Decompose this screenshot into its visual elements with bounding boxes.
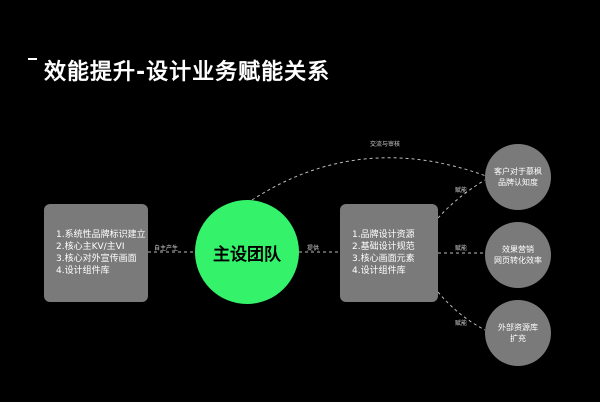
node-right-line: 3.核心画面元素	[352, 254, 415, 264]
node-left-line: 4.设计组件库	[56, 266, 110, 276]
edge-label-left-to-hub: 自主产生	[154, 245, 179, 252]
edge-label-right-to-out3: 赋能	[455, 320, 468, 327]
edge-label-hub-to-top: 交流与审核	[370, 141, 401, 148]
outcome-node-resource-library: 外部资源库 扩充	[485, 300, 551, 366]
node-right-provided: 1.品牌设计资源 2.基础设计规范 3.核心画面元素 4.设计组件库	[340, 204, 438, 302]
node-right-line: 2.基础设计规范	[352, 242, 415, 252]
connector-hub-to-top	[251, 157, 487, 201]
edge-label-right-to-out1: 赋能	[455, 187, 468, 194]
title-dash	[28, 58, 37, 60]
outcome-line: 网页转化效率	[494, 256, 542, 265]
connector-right-to-out1	[437, 179, 486, 219]
node-left-line: 2.核心主KV/主VI	[56, 242, 125, 252]
outcome-line: 外部资源库	[498, 323, 538, 332]
outcome-line: 品牌认知度	[498, 178, 538, 187]
edge-label-hub-to-right: 提供	[307, 245, 320, 252]
outcome-node-conversion: 效果营销 网页转化效率	[485, 222, 551, 288]
outcome-line: 效果营销	[502, 245, 534, 254]
outcome-line: 扩充	[510, 334, 526, 343]
edge-label-right-to-out2: 赋能	[455, 245, 468, 252]
node-left-self-generated: 1.系统性品牌标识建立 2.核心主KV/主VI 3.核心对外宣传画面 4.设计组…	[44, 204, 148, 302]
node-right-line: 1.品牌设计资源	[352, 230, 415, 240]
outcome-node-brand-awareness: 客户对于慕枫 品牌认知度	[485, 144, 551, 210]
connector-right-to-out3	[437, 291, 486, 331]
hub-label: 主设团队	[213, 244, 281, 265]
node-left-line: 1.系统性品牌标识建立	[56, 230, 146, 240]
hub-node: 主设团队	[195, 200, 299, 304]
outcome-line: 客户对于慕枫	[494, 167, 542, 176]
node-right-line: 4.设计组件库	[352, 266, 406, 276]
node-left-line: 3.核心对外宣传画面	[56, 254, 137, 264]
page-title: 效能提升-设计业务赋能关系	[44, 60, 331, 85]
